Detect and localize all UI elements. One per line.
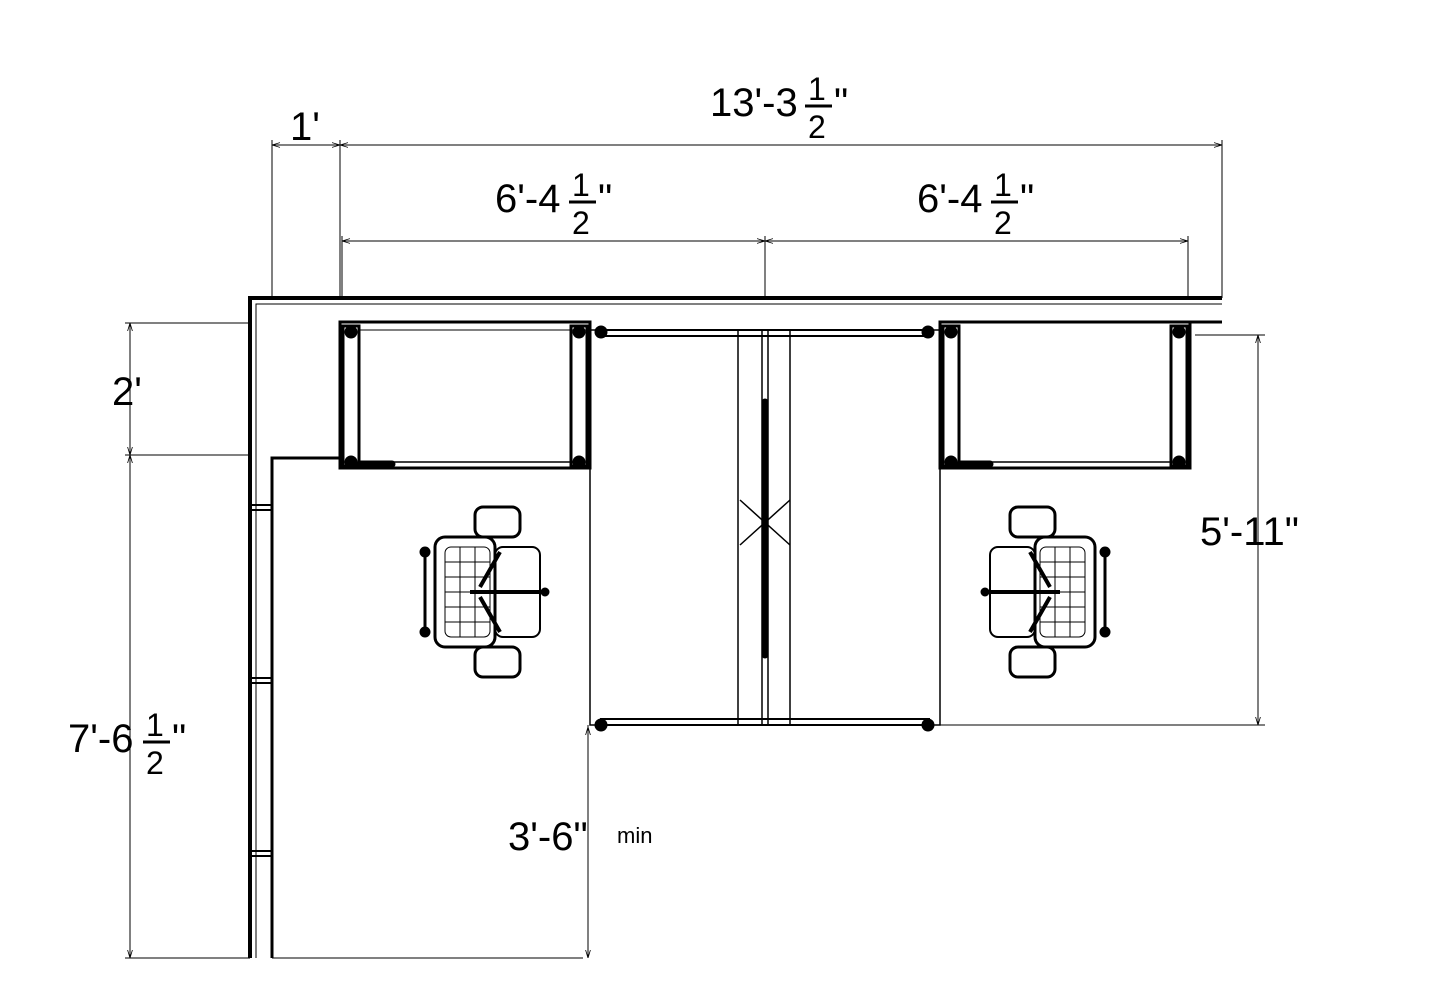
- dim-main: 6'-4: [495, 177, 560, 221]
- dim-left-return: 2': [112, 370, 142, 414]
- dim-suffix: ": [1020, 177, 1034, 221]
- dim-aisle: 3'-6": [508, 815, 588, 859]
- dim-main: 7'-6: [68, 717, 133, 761]
- dim-num: 1: [572, 167, 590, 203]
- dim-left-desk-width: 6'-4 1 2 ": [495, 167, 612, 241]
- dim-aisle-note: min: [617, 823, 652, 848]
- left-desk: [338, 320, 592, 470]
- dim-top-offset: 1': [290, 105, 320, 149]
- dim-right-depth: 5'-11": [1200, 510, 1299, 554]
- dim-right-desk-width: 6'-4 1 2 ": [917, 167, 1034, 241]
- dim-suffix: ": [598, 177, 612, 221]
- dim-num: 1: [994, 167, 1012, 203]
- dim-main: 13'-3: [710, 81, 798, 125]
- dimension-lines: [125, 140, 1265, 959]
- right-desk: [938, 320, 1192, 470]
- dim-den: 2: [146, 745, 164, 781]
- center-table: [589, 325, 941, 732]
- dim-main: 6'-4: [917, 177, 982, 221]
- dim-suffix: ": [172, 717, 186, 761]
- dim-den: 2: [994, 205, 1012, 241]
- dim-overall-width: 13'-3 1 2 ": [710, 71, 848, 145]
- walls: [248, 296, 1222, 958]
- dim-num: 1: [808, 71, 826, 107]
- left-chair: [418, 505, 551, 679]
- dim-den: 2: [572, 205, 590, 241]
- dim-left-depth: 7'-6 1 2 ": [68, 707, 186, 781]
- dim-den: 2: [808, 109, 826, 145]
- dim-suffix: ": [834, 81, 848, 125]
- right-chair: [979, 505, 1112, 679]
- dim-num: 1: [146, 707, 164, 743]
